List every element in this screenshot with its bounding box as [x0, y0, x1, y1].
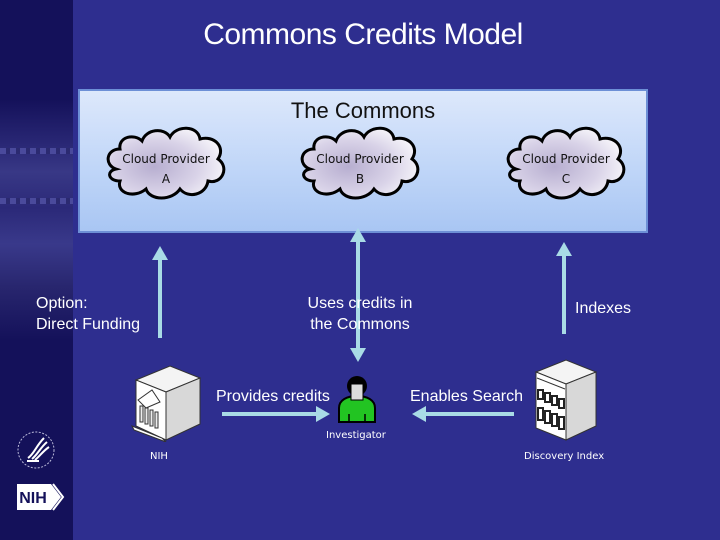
cloud-label: Cloud Provider — [522, 152, 610, 166]
node-label-nih: NIH — [150, 451, 168, 462]
sidebar-cornice — [0, 198, 73, 204]
cloud-letter: A — [161, 172, 171, 186]
hhs-seal-icon — [17, 431, 55, 469]
nih-logo: NIH — [17, 483, 65, 511]
label-line: Direct Funding — [36, 316, 141, 333]
label-line: the Commons — [310, 316, 410, 333]
government-building-icon — [130, 365, 202, 442]
slide-title: Commons Credits Model — [203, 18, 523, 51]
node-label-discovery-index: Discovery Index — [524, 451, 605, 462]
arrow-indexes — [556, 242, 572, 334]
cloud-letter: B — [355, 172, 365, 186]
sidebar: NIH — [0, 0, 73, 540]
sidebar-cornice — [0, 148, 73, 154]
label-provides-credits: Provides credits — [216, 388, 330, 405]
sidebar-building-photo — [0, 100, 73, 340]
arrow-uses-credits — [350, 228, 366, 362]
cloud-icon — [300, 126, 420, 200]
label-line: Option: — [36, 295, 88, 312]
arrow-direct-funding — [152, 246, 168, 338]
label-indexes: Indexes — [575, 300, 632, 317]
label-direct-funding: Option: Direct Funding — [36, 293, 140, 335]
cloud-icon — [106, 126, 226, 200]
commons-title: The Commons — [290, 98, 436, 123]
node-label-investigator: Investigator — [326, 430, 386, 441]
nih-logo-text: NIH — [19, 490, 47, 507]
office-building-icon — [534, 359, 598, 441]
arrow-enables-search — [412, 406, 514, 422]
cloud-label: Cloud Provider — [316, 152, 404, 166]
cloud-label: Cloud Provider — [122, 152, 210, 166]
cloud-letter: C — [561, 172, 571, 186]
label-uses-credits: Uses credits in the Commons — [290, 293, 430, 335]
arrow-provides-credits — [222, 406, 330, 422]
cloud-icon — [506, 126, 626, 200]
person-icon — [338, 376, 376, 423]
label-line: Uses credits in — [307, 295, 413, 312]
label-enables-search: Enables Search — [410, 388, 523, 405]
